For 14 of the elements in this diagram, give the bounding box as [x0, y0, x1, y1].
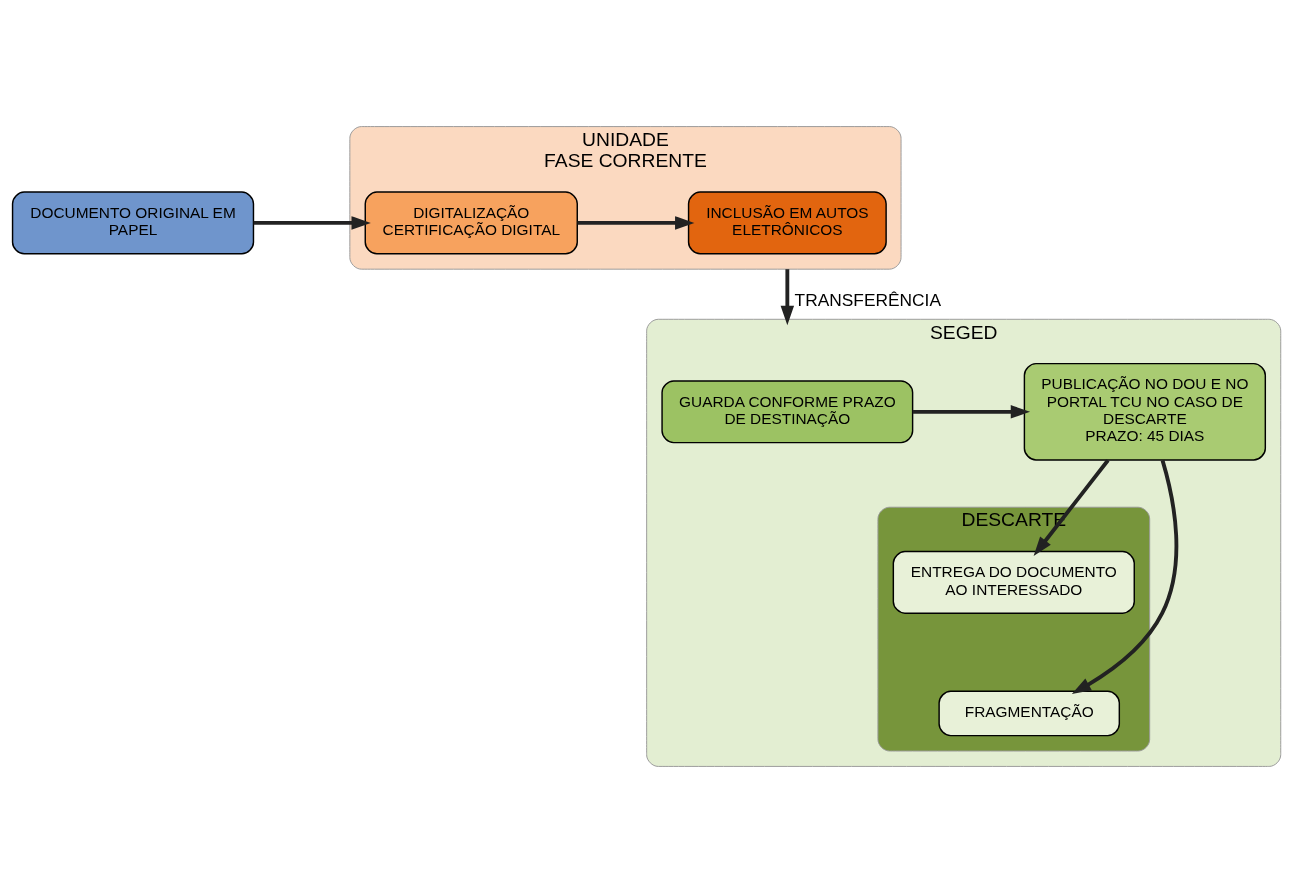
- arrow: [253, 216, 371, 230]
- arrow: [1071, 459, 1179, 694]
- arrow: [577, 216, 695, 230]
- node-box: INCLUSÃO EM AUTOS ELETRÔNICOS: [687, 191, 887, 255]
- node-box: PUBLICAÇÃO NO DOU E NO PORTAL TCU NO CASO DE DESCARTE PRAZO: 45 DIAS: [1023, 362, 1267, 461]
- edge-label: TRANSFERÊNCIA: [794, 290, 941, 311]
- node-box: GUARDA CONFORME PRAZO DE DESTINAÇÃO: [661, 380, 914, 444]
- node-box: DOCUMENTO ORIGINAL EM PAPEL: [11, 191, 255, 255]
- node-box: FRAGMENTAÇÃO: [938, 690, 1121, 737]
- node-box: ENTREGA DO DOCUMENTO AO INTERESSADO: [892, 550, 1135, 614]
- arrow: [1033, 459, 1110, 556]
- node-box: DIGITALIZAÇÃO CERTIFICAÇÃO DIGITAL: [364, 191, 578, 255]
- arrow: [912, 405, 1031, 419]
- arrow: [780, 269, 795, 326]
